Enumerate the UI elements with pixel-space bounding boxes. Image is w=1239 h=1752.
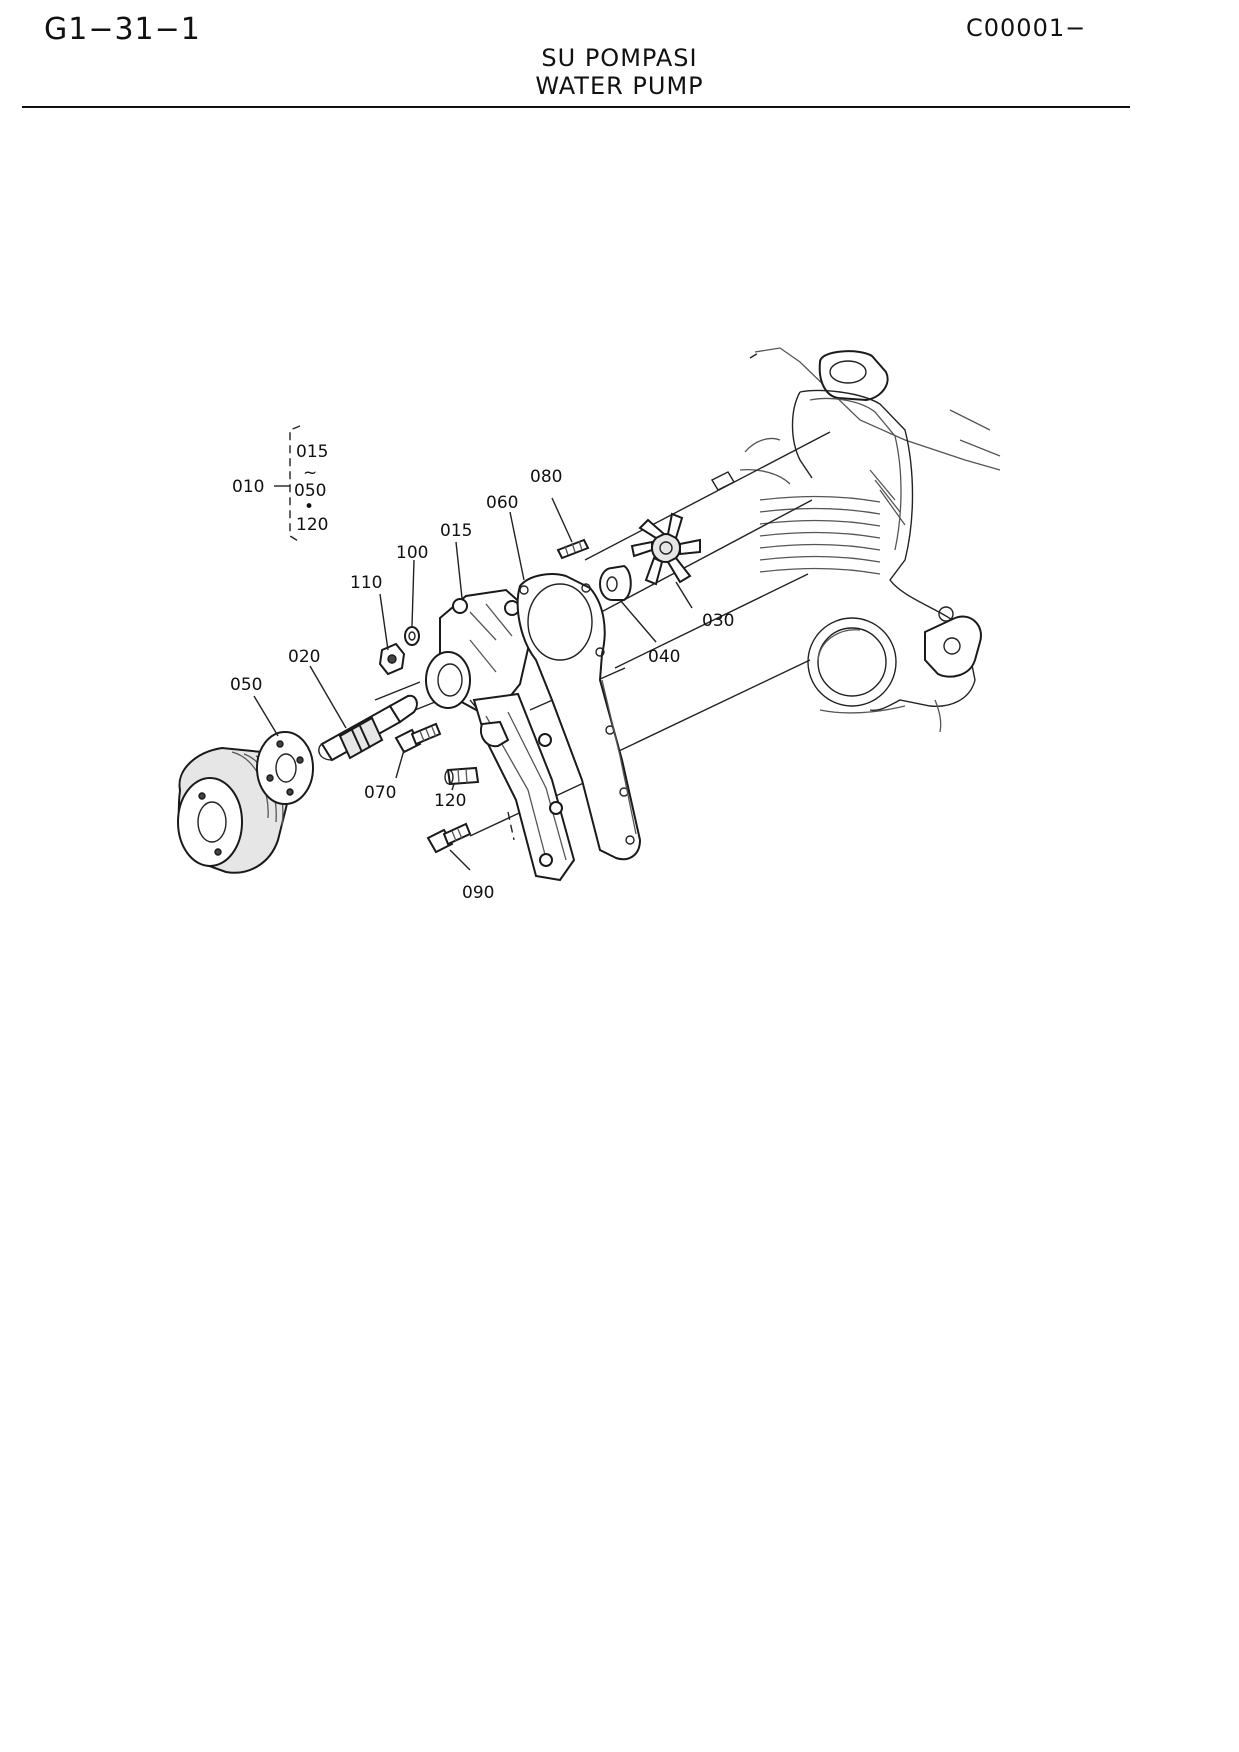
nut-110 <box>378 642 406 676</box>
washer-100 <box>404 626 420 646</box>
flange-050 <box>256 731 314 805</box>
seal-040 <box>599 564 632 601</box>
label-090: 090 <box>462 883 494 903</box>
label-020: 020 <box>288 647 320 667</box>
title-english: WATER PUMP <box>535 72 704 100</box>
pipe-120 <box>444 766 480 786</box>
label-080: 080 <box>530 467 562 487</box>
assembly-bracket-010 <box>274 425 301 543</box>
callout-labels: 010 015 ~ 050 • 120 080 060 015 100 110 … <box>230 442 734 903</box>
label-060: 060 <box>486 493 518 513</box>
title-turkish: SU POMPASI <box>541 44 698 72</box>
label-050: 050 <box>230 675 262 695</box>
callout-leaders <box>253 497 693 871</box>
label-assembly-sep: ~ <box>303 463 317 483</box>
label-070: 070 <box>364 783 396 803</box>
label-015: 015 <box>440 521 472 541</box>
label-110: 110 <box>350 573 382 593</box>
label-assembly-ref: 010 <box>232 477 264 497</box>
page-code: G1−31−1 <box>44 12 201 47</box>
document-code: C00001− <box>966 14 1087 42</box>
engine-block <box>711 347 1001 733</box>
shaft-bearing-020 <box>318 694 418 762</box>
page-title: SU POMPASI WATER PUMP <box>0 44 1239 100</box>
label-030: 030 <box>702 611 734 631</box>
impeller-030 <box>630 512 701 586</box>
label-040: 040 <box>648 647 680 667</box>
pump-body-015 <box>425 588 576 882</box>
label-assembly-plus: • <box>304 497 314 517</box>
label-120: 120 <box>434 791 466 811</box>
label-assembly-start: 015 <box>296 442 328 462</box>
gasket-060 <box>516 573 642 861</box>
header-divider <box>22 106 1130 108</box>
label-assembly-extra: 120 <box>296 515 328 535</box>
label-assembly-end: 050 <box>294 481 326 501</box>
bolt-090 <box>426 822 472 854</box>
stud-080 <box>556 538 590 560</box>
label-100: 100 <box>396 543 428 563</box>
bolt-070 <box>394 722 442 754</box>
